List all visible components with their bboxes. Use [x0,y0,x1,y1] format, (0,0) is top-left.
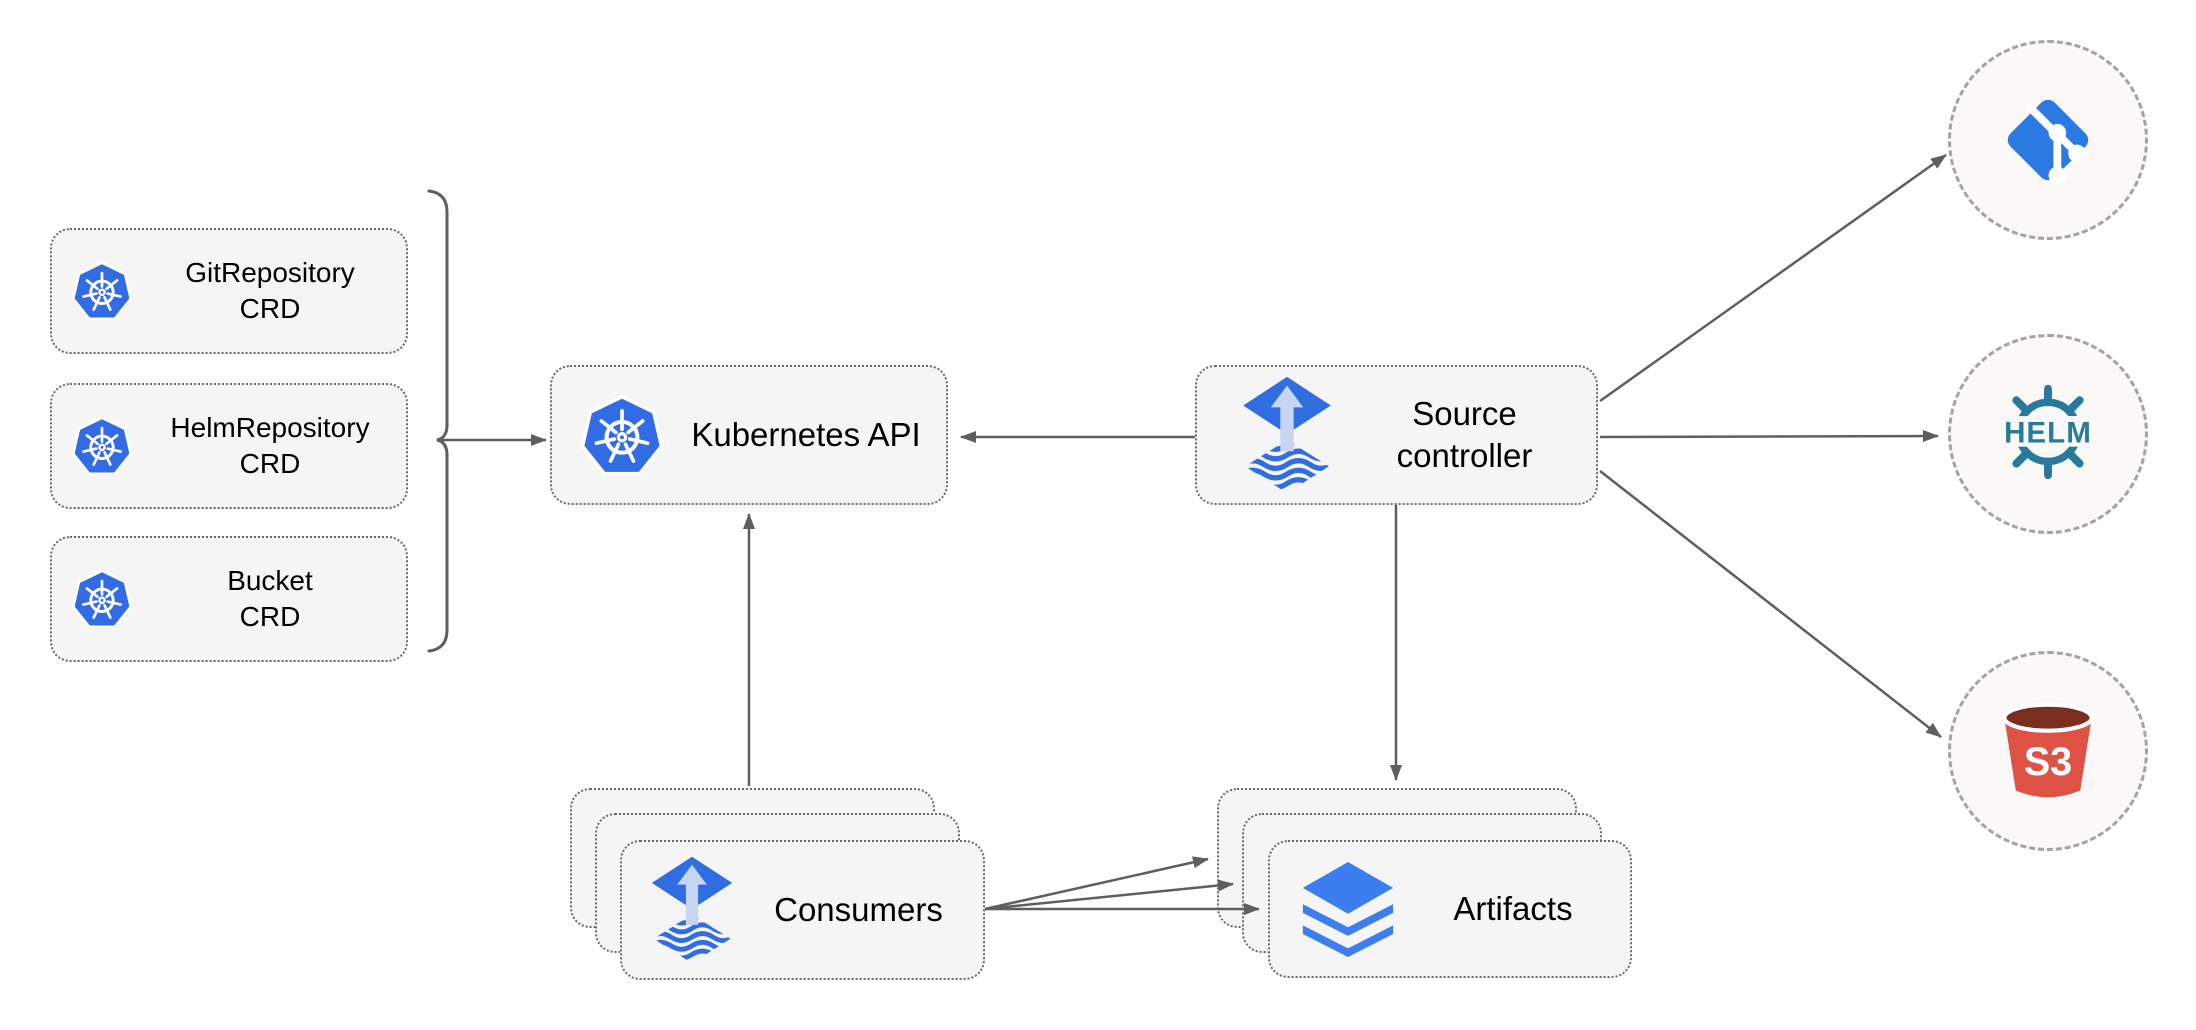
arrow-source-to-helm [1599,430,1939,443]
node-gitrepository-crd: GitRepository CRD [50,228,408,354]
node-label: Source controller [1396,394,1533,474]
node-label: Consumers [774,890,943,928]
layers-icon [1300,860,1396,958]
arrow-consumers-to-artifacts-1 [984,856,1209,911]
s3-wordmark: S3 [2024,740,2072,784]
node-consumers: Consumers [620,840,985,980]
crd-group-bracket [427,189,449,653]
git-icon [1994,86,2102,194]
node-label: Bucket CRD [227,565,313,632]
s3-bucket-icon: S3 [1996,699,2100,803]
node-bucket-crd: Bucket CRD [50,536,408,662]
node-label: Artifacts [1453,889,1573,927]
node-s3-external: S3 [1948,651,2148,851]
node-helm-external: HELM [1948,334,2148,534]
helm-wordmark: HELM [2004,416,2092,449]
arrow-source-to-git [1599,153,1947,403]
node-artifacts: Artifacts [1268,840,1632,978]
node-helmrepository-crd: HelmRepository CRD [50,383,408,509]
node-source-controller: Source controller [1195,365,1598,505]
flux-icon [1241,375,1333,495]
arrow-source-to-s3 [1599,470,1942,738]
kubernetes-icon [70,415,134,477]
kubernetes-icon [70,568,134,630]
node-label: HelmRepository CRD [170,412,370,479]
node-label: Kubernetes API [691,415,921,453]
flux-icon [650,855,734,965]
node-kubernetes-api: Kubernetes API [550,365,948,505]
kubernetes-icon [70,260,134,322]
node-label: GitRepository CRD [185,257,355,324]
arrow-consumers-to-artifacts-2 [984,879,1234,911]
node-git-external [1948,40,2148,240]
helm-icon: HELM [1990,381,2106,487]
kubernetes-icon [578,393,666,478]
